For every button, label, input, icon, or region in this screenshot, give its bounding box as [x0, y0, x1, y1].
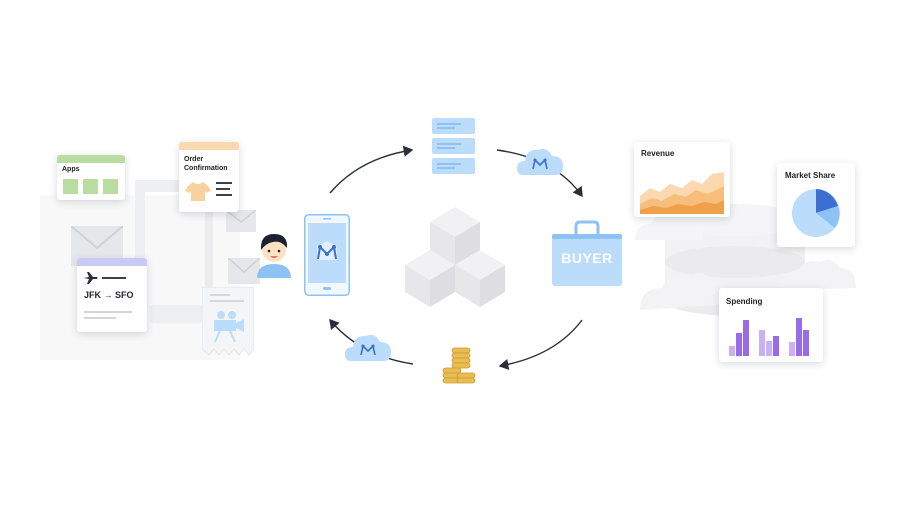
- market-share-card-title: Market Share: [785, 171, 836, 180]
- person-avatar: [257, 234, 291, 278]
- m-logo-icon: [317, 241, 337, 260]
- app-tile: [83, 179, 98, 194]
- apps-card-header: [57, 155, 125, 163]
- app-tile: [63, 179, 78, 194]
- route-destination: SFO: [115, 290, 134, 300]
- order-confirmation-card: Order Confirmation: [179, 142, 239, 212]
- movie-ticket-icon: [202, 287, 254, 356]
- briefcase-label: BUYER: [561, 250, 613, 266]
- bar: [803, 330, 809, 356]
- spending-card: Spending: [719, 288, 823, 362]
- text-line: [216, 188, 230, 190]
- revenue-card: Revenue: [634, 142, 730, 217]
- bar: [759, 330, 765, 356]
- order-card-title-line1: Order: [184, 156, 204, 163]
- apps-card-title: Apps: [62, 166, 80, 173]
- buyer-briefcase-icon: BUYER: [552, 220, 622, 286]
- market-share-card: Market Share: [777, 163, 855, 247]
- arrow-top-left: [329, 145, 414, 194]
- cloud-icon: [640, 273, 734, 310]
- cloud-icon: [780, 260, 856, 290]
- market-share-pie-chart: [792, 189, 840, 237]
- flight-ticket-card: JFK → SFO: [77, 258, 147, 332]
- pie-slice: [816, 206, 840, 228]
- bar: [766, 341, 772, 356]
- revenue-area-chart: [640, 172, 724, 214]
- route-origin: JFK: [84, 290, 102, 300]
- pie-slice: [816, 189, 838, 213]
- text-line: [102, 277, 126, 279]
- cloud-m-logo-icon: [517, 148, 563, 175]
- envelope-icon: [228, 258, 260, 284]
- bar: [743, 320, 749, 356]
- bar: [736, 333, 742, 356]
- cube-stack-icon: [405, 207, 505, 307]
- bar: [729, 346, 735, 356]
- bar: [773, 336, 779, 356]
- revenue-area-bottom: [640, 200, 724, 214]
- app-tile: [103, 179, 118, 194]
- text-line: [216, 182, 232, 184]
- order-card-title-line2: Confirmation: [184, 165, 228, 172]
- apps-card: Apps: [57, 155, 125, 200]
- spending-card-title: Spending: [726, 297, 763, 306]
- coin-stack-icon: [442, 347, 476, 384]
- revenue-card-title: Revenue: [641, 149, 675, 158]
- order-card-header: [179, 142, 239, 150]
- movie-camera-icon: [214, 311, 244, 343]
- text-line: [84, 311, 132, 313]
- bar: [796, 318, 802, 356]
- text-line: [84, 317, 116, 319]
- briefcase-shape: [552, 220, 622, 286]
- spending-bar-chart: [729, 318, 809, 356]
- route-arrow-icon: →: [103, 290, 113, 300]
- flight-route: JFK → SFO: [84, 290, 134, 300]
- flight-card-header: [77, 258, 147, 266]
- phone-icon: [304, 214, 350, 296]
- bar: [789, 342, 795, 356]
- cloud-m-logo-icon: [345, 334, 391, 361]
- arrow-bottom-right: [498, 319, 583, 371]
- envelope-icon: [226, 210, 256, 232]
- text-line: [216, 194, 232, 196]
- airplane-icon: [84, 272, 98, 284]
- data-records-stack-icon: [432, 118, 475, 174]
- order-card-title: Order Confirmation: [184, 155, 228, 173]
- tshirt-icon: [185, 182, 211, 201]
- cloud-icon: [635, 212, 703, 240]
